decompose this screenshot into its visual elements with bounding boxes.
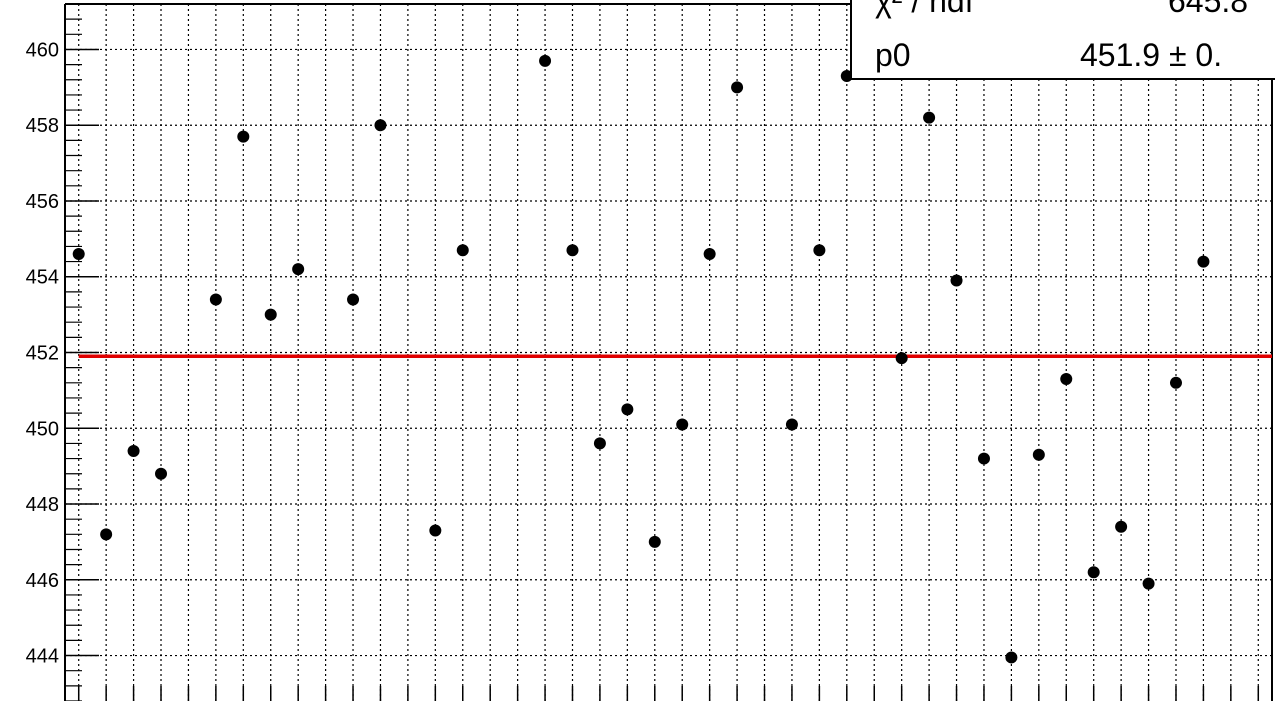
y-tick-label: 446 <box>26 570 59 592</box>
data-point <box>977 452 990 465</box>
y-tick-label: 448 <box>26 494 59 516</box>
y-tick-label: 460 <box>26 39 59 61</box>
data-point <box>374 119 387 132</box>
data-point <box>264 308 277 321</box>
data-point <box>292 263 305 276</box>
y-tick-label: 450 <box>26 418 59 440</box>
data-point <box>1142 577 1155 590</box>
data-point <box>237 130 250 143</box>
stats-p0-value: 451.9 ± 0. <box>1080 37 1222 73</box>
data-point <box>593 437 606 450</box>
data-point <box>72 248 85 261</box>
data-point <box>1005 651 1018 664</box>
data-point <box>1032 448 1045 461</box>
data-point <box>785 418 798 431</box>
data-point <box>100 528 113 541</box>
data-point <box>127 444 140 457</box>
data-point <box>155 467 168 480</box>
stats-chi2-label: χ² / ndf <box>875 0 974 19</box>
data-point <box>731 81 744 94</box>
data-point <box>539 54 552 67</box>
data-point <box>1115 520 1128 533</box>
stats-p0-label: p0 <box>875 37 911 73</box>
data-point <box>676 418 689 431</box>
stats-box-frame <box>850 0 1275 80</box>
data-point <box>566 244 579 257</box>
y-tick-label: 452 <box>26 343 59 365</box>
stats-box: χ² / ndf 645.8 p0 451.9 ± 0. <box>850 0 1275 80</box>
data-point <box>429 524 442 537</box>
data-points <box>72 54 1210 664</box>
y-tick-label: 458 <box>26 115 59 137</box>
data-point <box>1197 255 1210 268</box>
data-point <box>923 111 936 124</box>
data-point <box>648 535 661 548</box>
data-point <box>840 69 853 82</box>
data-point <box>950 274 963 287</box>
data-point <box>456 244 469 257</box>
stats-chi2-value: 645.8 <box>1168 0 1248 19</box>
data-point <box>1060 373 1073 386</box>
data-point <box>703 248 716 261</box>
y-tick-label: 444 <box>26 646 59 668</box>
grid <box>65 4 1272 701</box>
data-point <box>813 244 826 257</box>
data-point <box>209 293 222 306</box>
data-point <box>895 352 908 365</box>
y-tick-label: 456 <box>26 191 59 213</box>
y-tick-label: 454 <box>26 267 59 289</box>
data-point <box>1169 376 1182 389</box>
data-point <box>621 403 634 416</box>
data-point <box>1087 566 1100 579</box>
data-point <box>347 293 360 306</box>
